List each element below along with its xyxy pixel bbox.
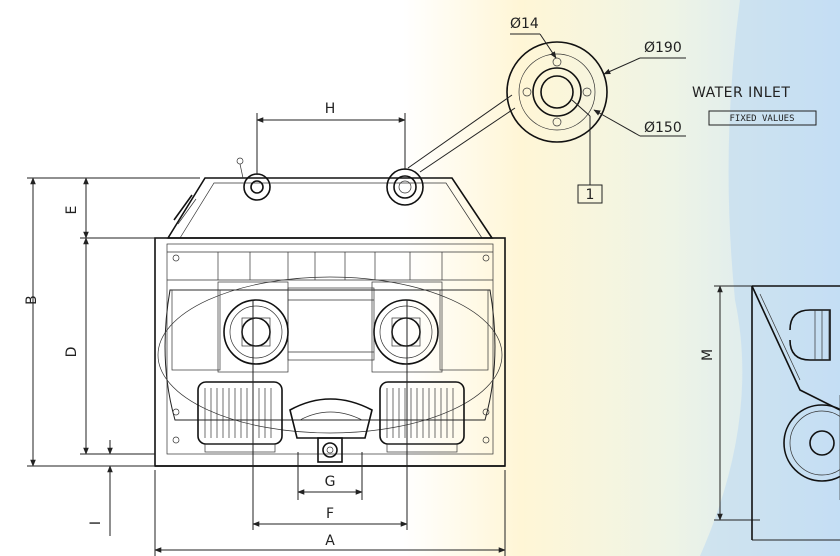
- diameter-label-190: Ø190: [644, 40, 682, 56]
- dim-label-m: M: [700, 349, 716, 361]
- dim-label-f: F: [326, 506, 334, 522]
- dim-label-h: H: [325, 101, 336, 117]
- fixed-values-note: FIXED VALUES: [729, 114, 794, 124]
- dim-label-e: E: [64, 206, 80, 215]
- dim-label-i: I: [88, 521, 104, 525]
- dim-label-d: D: [64, 347, 80, 358]
- water-inlet-title: WATER INLET: [692, 85, 790, 101]
- water-inlet-detail: [407, 33, 686, 204]
- callout-number: 1: [586, 187, 595, 203]
- mixer-side-view: [751, 285, 840, 540]
- diameter-label-14: Ø14: [510, 16, 539, 32]
- dim-label-b: B: [24, 295, 40, 305]
- dim-label-g: G: [325, 474, 336, 490]
- fixed-values-box: [708, 110, 817, 126]
- dim-label-a: A: [325, 533, 335, 549]
- mixer-front-view: [154, 157, 506, 467]
- diameter-label-150: Ø150: [644, 120, 682, 136]
- dimension-lines: [27, 113, 840, 556]
